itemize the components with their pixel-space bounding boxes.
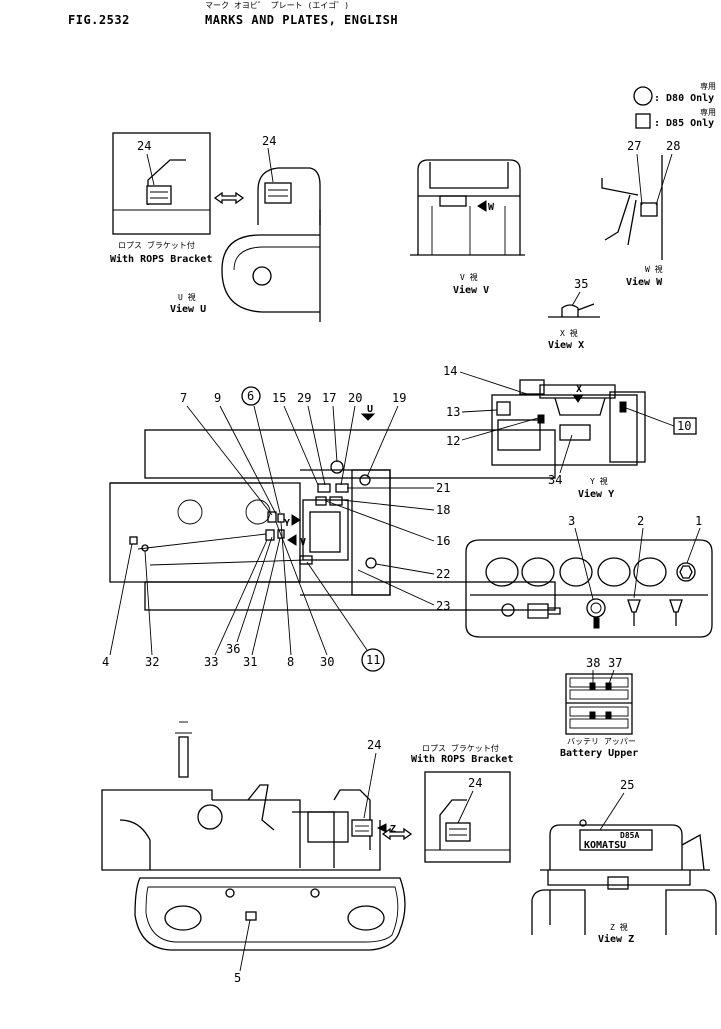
callout-29: 29 — [297, 391, 311, 405]
callout-33: 33 — [204, 655, 218, 669]
callout-22: 22 — [436, 567, 450, 581]
callout-15: 15 — [272, 391, 286, 405]
callout-28: 28 — [666, 139, 680, 153]
callout-11-circle — [361, 648, 385, 672]
view-w-jp: W 視 — [645, 265, 663, 274]
rops-bracket2-jp: ロプス ブラケット付 — [422, 743, 499, 753]
callout-8: 8 — [287, 655, 294, 669]
legend-square-symbol — [635, 113, 651, 129]
top-view-drawing: U Y V — [109, 404, 556, 611]
callout-24-c: 24 — [367, 738, 381, 752]
callout-34: 34 — [548, 473, 562, 487]
view-z-jp: Z 視 — [610, 923, 628, 932]
view-y-jp: Y 視 — [590, 477, 608, 486]
callout-32: 32 — [145, 655, 159, 669]
arrow-x-label: X — [576, 384, 582, 395]
legend-square-jp: 専用 — [700, 107, 716, 117]
arrow-w-label: W — [488, 202, 495, 213]
battery-jp: バッテリ アッパー — [567, 737, 636, 746]
arrow-z-label: Z — [390, 824, 396, 835]
legend-circle-jp: 専用 — [700, 81, 716, 91]
gauge-panel-drawing: 3 2 1 — [465, 514, 713, 638]
callout-19: 19 — [392, 391, 406, 405]
view-u-drawing: 24 U 視 View U — [170, 134, 321, 322]
callout-25: 25 — [620, 778, 634, 792]
title-english: MARKS AND PLATES, ENGLISH — [205, 13, 398, 27]
view-v-drawing: W V 視 View V — [410, 159, 525, 296]
callout-10: 10 — [677, 419, 691, 433]
callout-31: 31 — [243, 655, 257, 669]
callout-24-a: 24 — [137, 139, 151, 153]
callout-23: 23 — [436, 599, 450, 613]
view-y-drawing: X 14 13 12 10 34 Y 視 View Y — [443, 364, 697, 500]
callout-6-circle — [241, 386, 261, 406]
arrow-u-label: U — [367, 404, 373, 415]
callout-5: 5 — [234, 971, 241, 985]
top-view-callouts: 7 9 6 15 29 17 20 19 21 18 16 22 23 4 32… — [102, 386, 450, 672]
callout-12: 12 — [446, 434, 460, 448]
battery-en: Battery Upper — [560, 748, 638, 759]
arrow-v-label: V — [300, 537, 306, 548]
callout-2: 2 — [637, 514, 644, 528]
view-y-en: View Y — [578, 488, 614, 500]
callout-24-d: 24 — [468, 776, 482, 790]
callout-36: 36 — [226, 642, 240, 656]
callout-24-b: 24 — [262, 134, 276, 148]
rops-bracket-detail-bottom: ロプス ブラケット付 With ROPS Bracket 24 — [411, 743, 513, 863]
view-x-en: View X — [548, 339, 584, 351]
view-u-en: View U — [170, 303, 206, 315]
callout-7: 7 — [180, 391, 187, 405]
legend-square-text: : D85 Only — [654, 118, 714, 129]
view-z-drawing: D85A KOMATSU 25 Z 視 View Z — [531, 778, 717, 945]
callout-6: 6 — [247, 389, 254, 403]
arrow-y-label: Y — [284, 518, 290, 529]
callout-9: 9 — [214, 391, 221, 405]
callout-38: 38 — [586, 656, 600, 670]
callout-3: 3 — [568, 514, 575, 528]
callout-14: 14 — [443, 364, 457, 378]
callout-30: 30 — [320, 655, 334, 669]
callout-35: 35 — [574, 277, 588, 291]
callout-27: 27 — [627, 139, 641, 153]
legend-circle-text: : D80 Only — [654, 93, 714, 104]
title-japanese: マーク オヨビ゛ プレート (エイゴ゛) — [205, 0, 349, 10]
rops-bracket2-en: With ROPS Bracket — [411, 753, 513, 765]
callout-11: 11 — [366, 653, 380, 667]
fig-number: FIG.2532 — [68, 13, 130, 27]
view-w-drawing: 27 28 W 視 View W — [601, 139, 680, 288]
callout-18: 18 — [436, 503, 450, 517]
view-x-drawing: 35 X 視 View X — [548, 277, 600, 351]
callout-1: 1 — [695, 514, 702, 528]
rops-bracket-detail-top: 24 ロプス ブラケット付 With ROPS Bracket — [110, 132, 245, 265]
view-v-jp: V 視 — [460, 273, 478, 282]
view-u-jp: U 視 — [178, 293, 196, 302]
callout-16: 16 — [436, 534, 450, 548]
legend: 専用 : D80 Only 専用 : D85 Only — [633, 81, 716, 129]
callout-21: 21 — [436, 481, 450, 495]
battery-upper-drawing: 38 37 バッテリ アッパー Battery Upper — [560, 656, 638, 759]
callout-4: 4 — [102, 655, 109, 669]
callout-17: 17 — [322, 391, 336, 405]
view-x-jp: X 視 — [560, 329, 578, 338]
legend-circle-symbol — [633, 86, 653, 106]
rops-bracket-jp: ロプス ブラケット付 — [118, 240, 195, 250]
plate-d85-label: D85A — [620, 831, 639, 840]
side-view-drawing: Z 24 5 — [101, 721, 413, 985]
callout-37: 37 — [608, 656, 622, 670]
view-z-en: View Z — [598, 933, 634, 945]
view-w-en: View W — [626, 276, 663, 288]
plate-komatsu-label: KOMATSU — [584, 840, 626, 851]
callout-20: 20 — [348, 391, 362, 405]
rops-bracket-en: With ROPS Bracket — [110, 253, 212, 265]
view-v-en: View V — [453, 284, 489, 296]
callout-13: 13 — [446, 405, 460, 419]
